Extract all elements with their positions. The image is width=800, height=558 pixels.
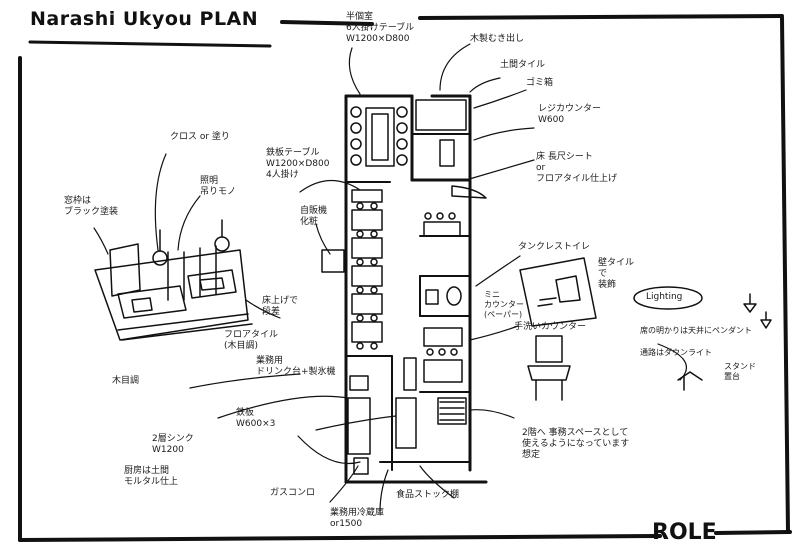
page-frame [18, 14, 792, 542]
note-teppan-grill: 鉄板 W600×3 [236, 408, 276, 429]
note-raised-floor: 床上げで 段差 [262, 296, 299, 317]
note-floor-tile-wood: フロアタイル (木目調) [224, 330, 279, 351]
note-handwash: 手洗いカウンター [514, 322, 587, 332]
kitchen-equipment [347, 357, 467, 475]
note-floor-stand: スタンド 置台 [724, 362, 756, 381]
note-aisle-light: 通路はダウンライト [640, 348, 712, 357]
lighting-sketch [633, 286, 772, 391]
private-room-table [350, 106, 408, 167]
note-mini-counter: ミニ カウンター (ペーパー) [484, 290, 524, 319]
note-kitchen-floor: 厨房は土間 モルタル仕上 [124, 466, 179, 487]
vending-machine [321, 249, 345, 273]
note-cloth-wall: クロス or 塗り [170, 132, 230, 142]
note-drink-stand: 業務用 ドリンク台+製氷機 [256, 356, 336, 377]
note-wood-grain: 木目調 [112, 376, 140, 386]
note-pendant: 照明 吊りモノ [200, 176, 237, 197]
handwash-sketch [527, 335, 571, 401]
note-trash: ゴミ箱 [526, 78, 554, 88]
note-exposed-wood: 木製むき出し [470, 34, 525, 44]
note-sink: 2層シンク W1200 [152, 434, 194, 455]
note-gas-stove: ガスコンロ [270, 488, 316, 498]
note-fridge: 業務用冷蔵庫 or1500 [330, 508, 385, 529]
note-register: レジカウンター W600 [538, 104, 602, 125]
note-vending: 自販機 化粧 [300, 206, 328, 227]
note-seat-lights: 席の明かりは天井にペンダント [640, 326, 752, 335]
teppan-tables [351, 189, 383, 350]
note-half-private-room: 半個室 6人掛けテーブル W1200×D800 [346, 12, 415, 44]
note-doma-tile: 土間タイル [500, 60, 546, 70]
leader-lines [93, 43, 687, 513]
entrance-door [451, 185, 487, 199]
register-counter [415, 99, 467, 167]
plan-title: Narashi Ukyou PLAN [30, 8, 259, 30]
toilet-perspective-sketch [519, 257, 597, 327]
note-floor-finish: 床 長尺シート or フロアタイル仕上げ [536, 152, 618, 184]
note-food-stock: 食品ストック棚 [396, 490, 460, 500]
note-tankless-toilet: タンクレストイレ [518, 242, 591, 252]
brand-logo-text: ROLE [652, 520, 717, 545]
toilet [425, 286, 462, 306]
right-tables [423, 212, 463, 383]
note-lighting: Lighting [646, 292, 683, 302]
note-teppan-table: 鉄板テーブル W1200×D800 4人掛け [266, 148, 330, 180]
interior-perspective-sketch [94, 219, 253, 341]
note-wall-tile: 壁タイル で 装飾 [598, 258, 635, 290]
building-outline [344, 94, 488, 484]
note-window-frame: 窓枠は ブラック塗装 [64, 196, 119, 217]
note-stairs: 2階へ 事務スペースとして 使えるようになっています 想定 [522, 428, 630, 460]
